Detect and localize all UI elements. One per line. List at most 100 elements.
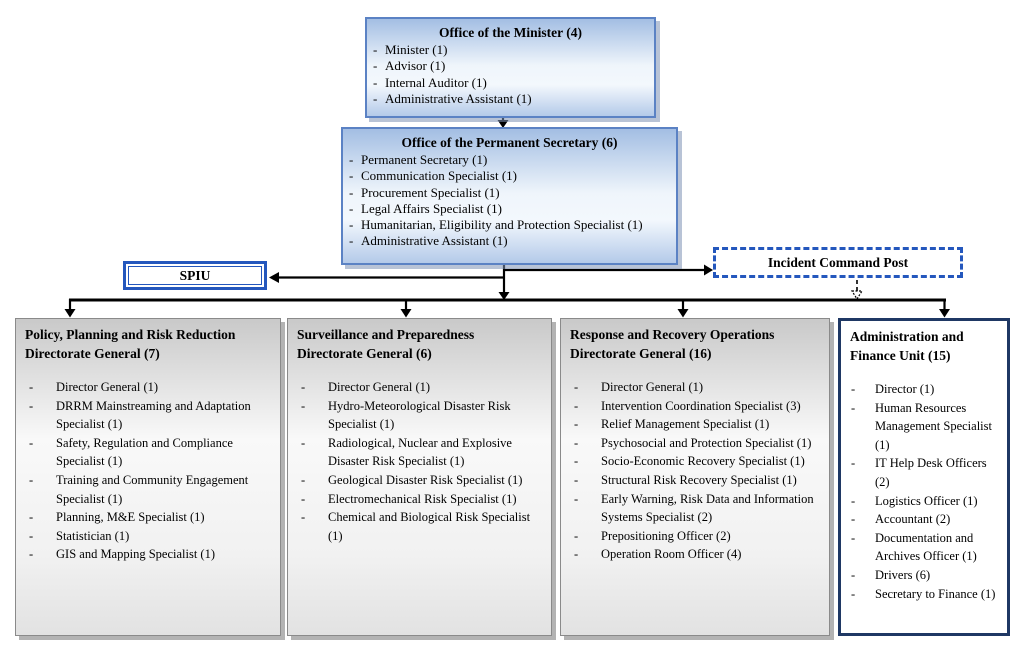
list-item: -Legal Affairs Specialist (1) (349, 201, 672, 217)
list-item: - Secretary to Finance (1) (851, 585, 1003, 604)
dash-bullet: - (29, 472, 34, 487)
dash-bullet: - (301, 510, 306, 525)
list-item: -Documentation and Archives Officer (1) (851, 529, 1003, 566)
list-item-text: Administrative Assistant (1) (361, 233, 508, 249)
dash-bullet: - (373, 58, 378, 74)
list-item-text: Chemical and Biological Risk Specialist … (328, 510, 531, 543)
dash-bullet: - (349, 200, 354, 216)
dash-bullet: - (574, 417, 579, 432)
box-title: Surveillance and Preparedness Directorat… (297, 327, 475, 361)
list-item: - Hydro-Meteorological Disaster Risk Spec… (301, 397, 546, 434)
list-item: -GIS and Mapping Specialist (1) (29, 545, 275, 564)
dash-bullet: - (574, 528, 579, 543)
list-item: -Prepositioning Officer (2) (574, 527, 824, 546)
dash-bullet: - (349, 168, 354, 184)
list-item-text: Humanitarian, Eligibility and Protection… (361, 217, 643, 233)
dash-bullet: - (574, 454, 579, 469)
list-item: - Director General (1) (574, 378, 824, 397)
list-item: -Internal Auditor (1) (373, 75, 650, 91)
dash-bullet: - (373, 42, 378, 57)
arrowhead-down-icon (64, 309, 76, 318)
policy-planning-directorate-box: Policy, Planning and Risk Reduction Dire… (15, 318, 281, 636)
office-of-the-minister-box: Office of the Minister (4) -Minister (1)… (365, 17, 656, 118)
dash-bullet: - (851, 512, 856, 527)
list-item: -Director (1) (851, 380, 1003, 399)
list-item: -Relief Management Specialist (1) (574, 415, 824, 434)
list-item: -Communication Specialist (1) (349, 168, 672, 184)
list-item-text: Early Warning, Risk Data and Information… (601, 491, 814, 525)
list-item: - Psychosocial and Protection Specialist … (574, 434, 824, 453)
list-item: -Director General (1) (29, 378, 275, 397)
list-item: -DRRM Mainstreaming and Adaptation Speci… (29, 397, 275, 434)
arrowhead-down-icon (677, 309, 689, 318)
list-item: -Administrative Assistant (1) (349, 233, 672, 249)
list-item: -Statistician (1) (29, 527, 275, 546)
arrowhead-right-icon (704, 264, 713, 276)
list-item: - Director General (1) (301, 378, 546, 397)
list-item: -Administrative Assistant (1) (373, 91, 650, 107)
incident-command-post-box: Incident Command Post (713, 247, 963, 278)
list-item-text: GIS and Mapping Specialist (1) (56, 547, 216, 562)
arrowhead-down-icon (498, 292, 510, 300)
staff-list: -Director (1) -Human Resources Managemen… (841, 380, 1007, 603)
dash-bullet: - (851, 530, 856, 545)
dash-bullet: - (574, 472, 579, 487)
list-item-text: Secretary to Finance (1) (875, 586, 996, 601)
dash-bullet: - (574, 435, 579, 450)
list-item-text: Director General (1) (328, 380, 431, 394)
list-item-text: Drivers (6) (875, 567, 931, 582)
dash-bullet: - (851, 400, 856, 415)
list-item: -Radiological, Nuclear and Explosive Dis… (301, 434, 546, 471)
list-item: - Operation Room Officer (4) (574, 545, 824, 564)
dash-bullet: - (373, 74, 378, 90)
list-item-text: Intervention Coordination Specialist (3) (601, 398, 801, 413)
dash-bullet: - (574, 547, 579, 562)
list-item-text: Operation Room Officer (4) (601, 547, 742, 562)
list-item-text: Advisor (1) (385, 58, 446, 74)
box-title: Policy, Planning and Risk Reduction Dire… (25, 327, 236, 361)
dash-bullet: - (349, 152, 354, 167)
list-item-text: Accountant (2) (875, 512, 951, 527)
arrowhead-left-icon (269, 272, 279, 283)
list-item-text: Director General (1) (601, 380, 704, 394)
list-item-text: Psychosocial and Protection Specialist (… (601, 435, 812, 450)
dash-bullet: - (301, 380, 306, 394)
list-item-text: Permanent Secretary (1) (361, 152, 488, 167)
list-item: -Logistics Officer (1) (851, 492, 1003, 511)
list-item: -Planning, M&E Specialist (1) (29, 508, 275, 527)
list-item: -Training and Community Engagement Speci… (29, 471, 275, 508)
surveillance-preparedness-directorate-box: Surveillance and Preparedness Directorat… (287, 318, 552, 636)
list-item-text: Communication Specialist (1) (361, 168, 517, 184)
list-item-text: Director (1) (875, 382, 935, 396)
list-item: - Chemical and Biological Risk Specialist… (301, 508, 546, 545)
staff-list: - Director General (1) - Intervention Coor… (561, 378, 829, 564)
list-item: -Structural Risk Recovery Specialist (1) (574, 471, 824, 490)
dash-bullet: - (29, 528, 34, 543)
spiu-box: SPIU (123, 261, 267, 290)
list-item-text: Administrative Assistant (1) (385, 90, 532, 106)
dash-bullet: - (851, 586, 856, 601)
list-item-text: Planning, M&E Specialist (1) (56, 510, 205, 525)
list-item: -Advisor (1) (373, 58, 650, 74)
list-item-text: IT Help Desk Officers (2) (875, 456, 987, 489)
dash-bullet: - (574, 398, 579, 413)
dash-bullet: - (301, 491, 306, 506)
dash-bullet: - (851, 567, 856, 582)
dash-bullet: - (349, 184, 354, 200)
dash-bullet: - (29, 398, 34, 413)
dash-bullet: - (301, 435, 306, 450)
dash-bullet: - (29, 380, 34, 394)
list-item: - Accountant (2) (851, 510, 1003, 529)
list-item: -Minister (1) (373, 42, 650, 58)
list-item: - Intervention Coordination Specialist (3… (574, 397, 824, 416)
list-item: - IT Help Desk Officers (2) (851, 454, 1003, 491)
icp-label: Incident Command Post (767, 255, 909, 270)
list-item-text: Hydro-Meteorological Disaster Risk Speci… (328, 398, 511, 432)
dash-bullet: - (574, 380, 579, 394)
dash-bullet: - (301, 472, 306, 487)
dash-bullet: - (29, 435, 34, 450)
dash-bullet: - (301, 398, 306, 413)
dash-bullet: - (851, 456, 856, 471)
arrowhead-down-icon (400, 309, 412, 318)
